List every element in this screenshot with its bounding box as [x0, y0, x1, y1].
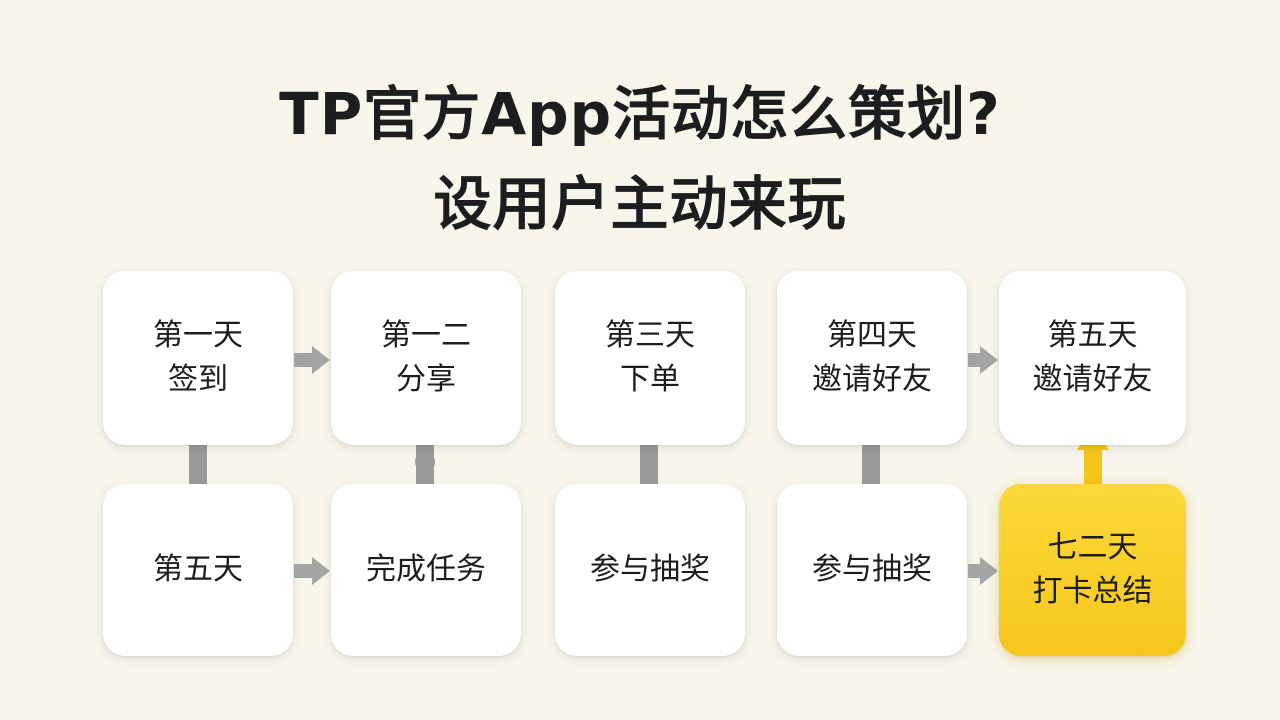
card-bottom-1: 第五天 — [103, 484, 293, 656]
card-top-1-line-2: 签到 — [168, 362, 228, 397]
card-top-1-line-1: 第一天 — [153, 318, 243, 353]
page-title-line-1: TP官方App活动怎么策划? — [279, 80, 1001, 148]
card-top-4: 第四天 邀请好友 — [777, 271, 967, 445]
arrow-top-1-2-stem — [294, 353, 314, 367]
arrow-bottom-1-2-icon — [312, 557, 330, 585]
card-bottom-3: 参与抽奖 — [555, 484, 745, 656]
card-top-2-line-1: 第一二 — [381, 318, 471, 353]
card-top-2-line-2: 分享 — [396, 362, 456, 397]
arrow-bottom-4-5-icon — [980, 557, 998, 585]
card-top-5-line-2: 邀请好友 — [1032, 362, 1153, 397]
card-bottom-3-line-1: 参与抽奖 — [590, 552, 710, 587]
connector-day2-knob — [415, 452, 435, 472]
card-bottom-4: 参与抽奖 — [777, 484, 967, 656]
card-top-3: 第三天 下单 — [555, 271, 745, 445]
card-bottom-5-line-1: 七二天 — [1047, 530, 1138, 565]
card-bottom-2: 完成任务 — [331, 484, 521, 656]
arrow-top-4-5-stem — [968, 353, 982, 367]
card-bottom-2-line-1: 完成任务 — [366, 552, 486, 587]
card-top-3-line-1: 第三天 — [605, 318, 695, 353]
card-bottom-1-line-1: 第五天 — [153, 552, 243, 587]
card-top-5-line-1: 第五天 — [1047, 318, 1138, 353]
card-top-1: 第一天 签到 — [103, 271, 293, 445]
arrow-top-4-5-icon — [980, 346, 998, 374]
card-bottom-5-line-2: 打卡总结 — [1032, 574, 1153, 609]
card-top-3-line-2: 下单 — [620, 362, 680, 397]
card-top-5: 第五天 邀请好友 — [999, 271, 1186, 445]
arrow-bottom-4-5-stem — [968, 564, 982, 578]
arrow-top-1-2-icon — [312, 346, 330, 374]
card-top-4-line-2: 邀请好友 — [812, 362, 932, 397]
arrow-bottom-1-2-stem — [294, 564, 314, 578]
card-top-2: 第一二 分享 — [331, 271, 521, 445]
page-title-line-2: 设用户主动来玩 — [433, 170, 847, 238]
card-bottom-4-line-1: 参与抽奖 — [812, 552, 932, 587]
card-bottom-5-highlight: 七二天 打卡总结 — [999, 484, 1186, 656]
card-top-4-line-1: 第四天 — [827, 318, 917, 353]
